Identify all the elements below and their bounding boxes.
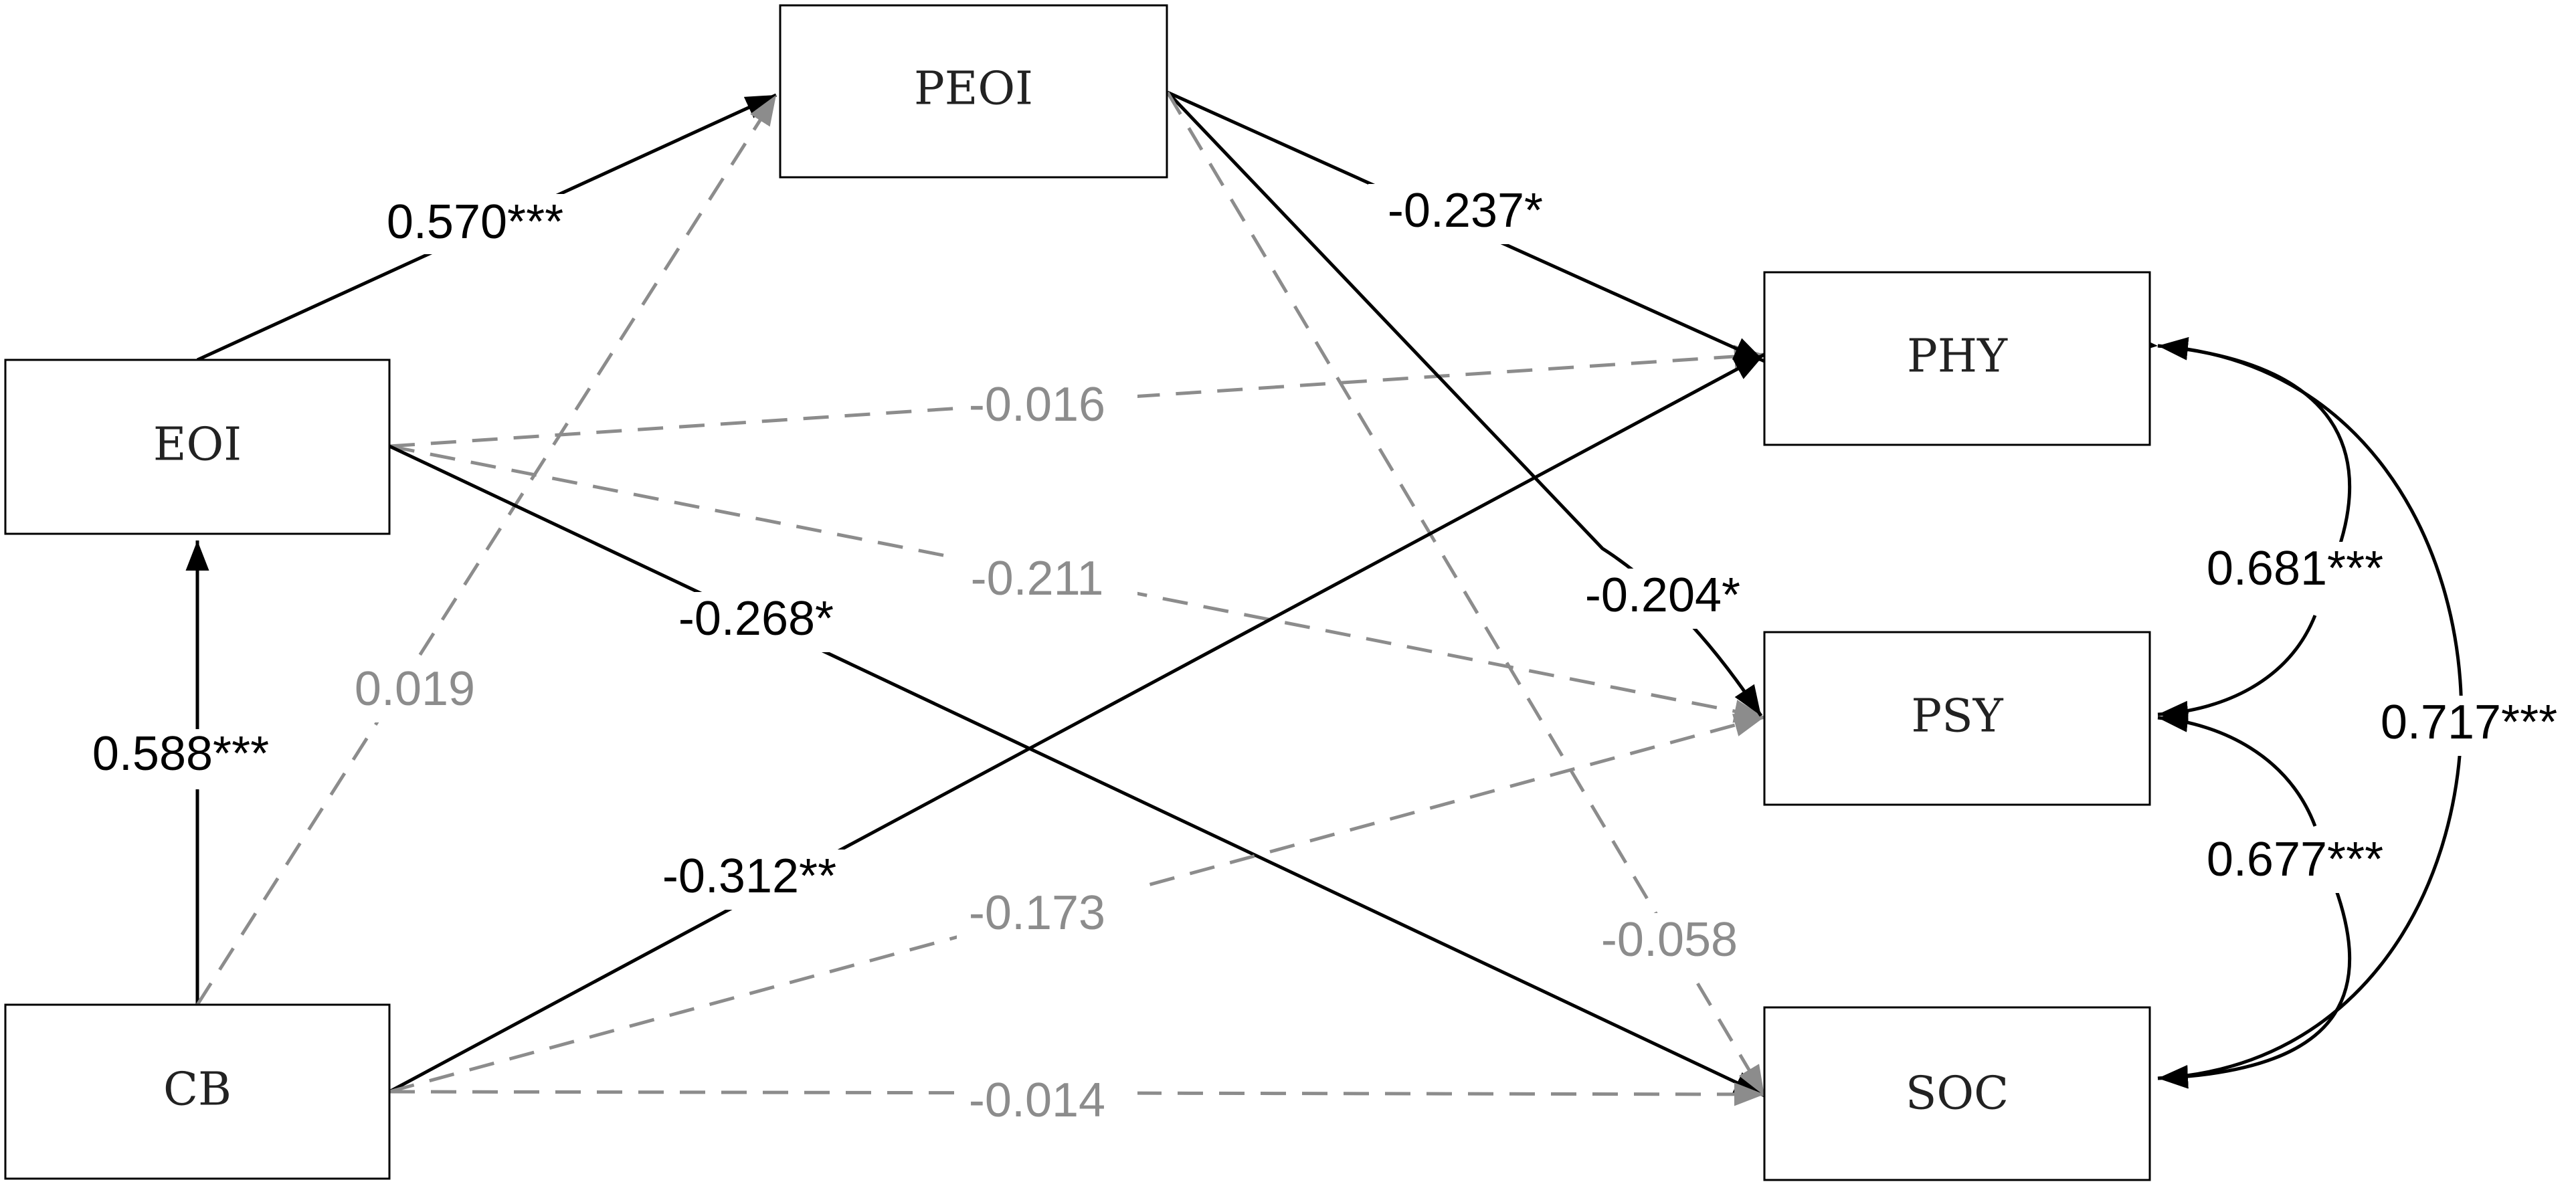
edge-eoi-to-psy <box>389 444 1765 723</box>
node-psy-label: PSY <box>1911 690 2003 743</box>
label-cb-psy: -0.173 <box>969 886 1105 940</box>
label-peoi-psy: -0.204* <box>1585 569 1740 622</box>
node-peoi-label: PEOI <box>914 63 1033 116</box>
label-eoi-phy: -0.016 <box>969 378 1105 431</box>
corr-arc-psy-phy-tail <box>2157 615 2317 724</box>
label-cb-eoi: 0.588*** <box>92 727 269 781</box>
node-soc: SOC <box>1763 1006 2151 1181</box>
label-eoi-psy: -0.211 <box>971 552 1104 605</box>
corr-arc-psy-soc <box>2157 708 2317 827</box>
label-cb-phy: -0.312** <box>662 850 836 903</box>
label-eoi-peoi: 0.570*** <box>387 195 563 249</box>
label-cb-soc: -0.014 <box>969 1074 1105 1127</box>
label-corr-psy-soc: 0.677*** <box>2207 833 2383 886</box>
node-cb: CB <box>4 1003 391 1180</box>
node-peoi: PEOI <box>779 4 1168 179</box>
corr-arc-phy-psy <box>2157 336 2352 577</box>
edge-cb-to-phy <box>388 353 1766 1094</box>
node-soc-label: SOC <box>1906 1068 2009 1120</box>
label-eoi-soc: -0.268* <box>678 592 834 646</box>
label-peoi-soc: -0.058 <box>1601 913 1738 967</box>
node-eoi: EOI <box>4 359 391 535</box>
edge-eoi-to-soc <box>388 444 1766 1098</box>
node-eoi-label: EOI <box>153 419 242 472</box>
corr-arc-soc-psy-tail <box>2157 869 2352 1089</box>
node-psy: PSY <box>1763 631 2151 806</box>
label-corr-phy-psy: 0.681*** <box>2207 542 2383 595</box>
node-cb-label: CB <box>163 1064 232 1116</box>
label-peoi-phy: -0.237* <box>1388 184 1543 237</box>
label-cb-peoi: 0.019 <box>355 662 475 716</box>
node-phy: PHY <box>1763 271 2151 446</box>
node-phy-label: PHY <box>1907 330 2008 383</box>
label-corr-phy-soc: 0.717*** <box>2381 696 2557 749</box>
edge-cb-to-peoi <box>195 94 778 1006</box>
